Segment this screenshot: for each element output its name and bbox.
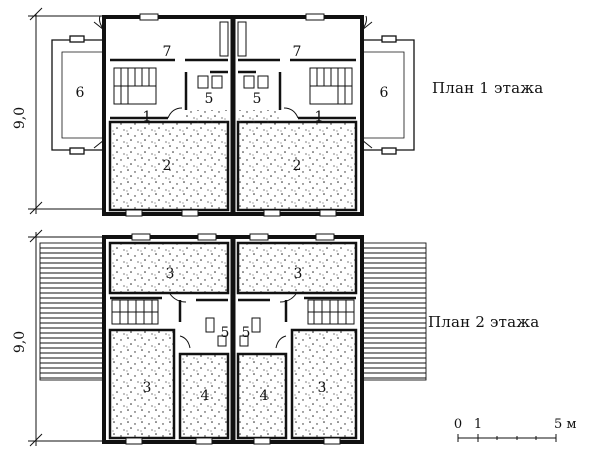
- room-label: 7: [163, 44, 172, 60]
- room-label: 3: [318, 380, 327, 396]
- room-label: 3: [166, 266, 175, 282]
- floor-1-stair-right: [309, 67, 353, 105]
- room-label: 1: [143, 109, 152, 125]
- floor-2-windows: [125, 233, 341, 445]
- floor-1-dimension-line: [28, 7, 104, 215]
- room-label: 5: [205, 91, 214, 107]
- floor-1-height-label: 9,0: [12, 107, 28, 129]
- scale-tick-1: 1: [474, 417, 482, 432]
- floor-2-plan: 9,0: [12, 229, 427, 447]
- floor-2-roof-hatching-right: [361, 242, 427, 381]
- floor-1-terrace-left: [51, 35, 104, 155]
- floor-2-interior-walls: [110, 296, 356, 322]
- room-label: 6: [76, 85, 85, 101]
- floor-1-room-numbers: 7 7 6 6 5 5 1 1 2 2: [76, 44, 389, 174]
- floor-2-doors: [169, 293, 297, 349]
- floor-2-caption: План 2 этажа: [428, 313, 540, 331]
- floor-1-bath-fixtures: [197, 21, 269, 89]
- room-label: 3: [143, 380, 152, 396]
- floor-2-room-numbers: 3 3 5 5 3 3 4 4: [143, 266, 327, 404]
- floor-2-bath-fixtures: [205, 317, 261, 347]
- floor-2-room-3-bottom-right: [290, 328, 358, 440]
- floor-2-room-3-top-left: [108, 241, 230, 295]
- floor-1-plan: 9,0: [12, 7, 415, 217]
- room-label: 5: [242, 325, 251, 341]
- room-label: 6: [380, 85, 389, 101]
- scale-bar: [457, 434, 557, 442]
- roof-hatch-frame: [361, 242, 427, 381]
- room-label: 5: [253, 91, 262, 107]
- floor-1-stair-left: [113, 67, 157, 105]
- scale-tick-0: 0: [454, 417, 462, 432]
- room-label: 1: [315, 109, 324, 125]
- scale-tick-5: 5 м: [554, 417, 577, 432]
- room-label: 4: [260, 388, 269, 404]
- floor-2-dimension-line: [28, 229, 104, 447]
- room-label: 5: [221, 325, 230, 341]
- floor-2-stair-right: [307, 299, 355, 325]
- floor-2-room-3-top-right: [236, 241, 358, 295]
- floor-1-windows: [125, 13, 337, 217]
- room-label: 7: [293, 44, 302, 60]
- floor-2-stair-left: [111, 299, 159, 325]
- floor-1-interior-walls: [110, 58, 356, 120]
- room-label: 2: [293, 158, 302, 174]
- room-label: 4: [201, 388, 210, 404]
- roof-hatch-frame: [39, 242, 105, 381]
- floor-1-outer-walls: [102, 15, 364, 216]
- floor-1-terrace-right: [362, 35, 415, 155]
- room-label: 3: [294, 266, 303, 282]
- floor-1-doors: [93, 15, 373, 149]
- floor-1-room-2-left: [108, 120, 230, 212]
- floor-1-room-2-right: [236, 120, 358, 212]
- floor-2-roof-hatching-left: [39, 242, 105, 381]
- floor-1-caption: План 1 этажа: [432, 79, 544, 97]
- floor-2-height-label: 9,0: [12, 331, 28, 353]
- room-label: 2: [163, 158, 172, 174]
